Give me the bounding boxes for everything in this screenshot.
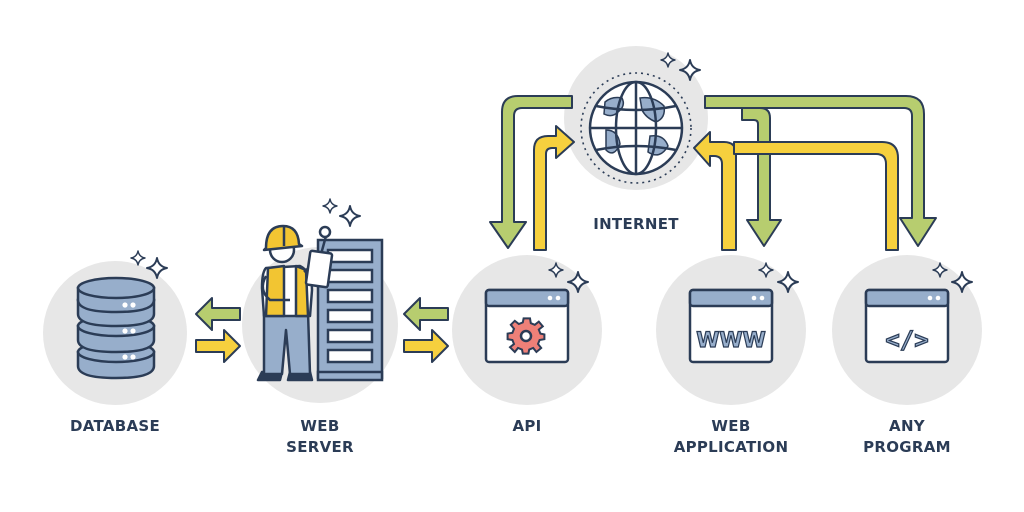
yellow-arrow-api-to-internet [533, 125, 575, 251]
sparkle-icon [130, 250, 146, 266]
sparkle-icon [339, 205, 361, 227]
globe-icon [580, 72, 692, 184]
any-program-label: ANY PROGRAM [837, 416, 977, 458]
any-program-window-icon: </> [864, 288, 950, 364]
yellow-arrow-server-to-api [403, 329, 449, 363]
code-icon-text: </> [885, 326, 928, 354]
any-program-label-line2: PROGRAM [863, 438, 951, 456]
yellow-arrow-from-web-application [693, 131, 737, 251]
web-server-label-line2: SERVER [286, 438, 354, 456]
database-label-text: DATABASE [69, 417, 161, 435]
worker-icon [256, 224, 334, 382]
green-arrow-to-api [489, 95, 573, 249]
web-server-label: WEB SERVER [260, 416, 380, 458]
web-server-label-line1: WEB [300, 417, 340, 435]
web-application-label: WEB APPLICATION [651, 416, 811, 458]
internet-label-text: INTERNET [593, 215, 679, 233]
api-window-icon [484, 288, 570, 364]
yellow-arrow-from-any-program [733, 141, 899, 251]
database-label: DATABASE [55, 416, 175, 437]
database-icon [76, 276, 156, 380]
yellow-arrow-db-to-server [195, 329, 241, 363]
any-program-label-line1: ANY [889, 417, 925, 435]
server-rack-icon [316, 238, 384, 382]
sparkle-icon [322, 198, 338, 214]
api-label: API [467, 416, 587, 437]
green-arrow-to-any-program [704, 95, 937, 247]
www-icon-text: WWW [696, 328, 766, 352]
gear-icon [506, 317, 546, 355]
api-label-text: API [512, 417, 542, 435]
web-application-window-icon: WWW [688, 288, 774, 364]
internet-green-arrows [195, 95, 937, 331]
internet-label: INTERNET [576, 214, 696, 235]
green-arrow-to-web-application [741, 107, 782, 247]
green-arrow-api-to-server [403, 297, 449, 331]
sparkle-icons [130, 52, 973, 293]
internet-yellow-arrows [195, 125, 899, 363]
web-application-label-line2: APPLICATION [673, 438, 789, 456]
web-application-label-line1: WEB [711, 417, 751, 435]
green-arrow-server-to-db [195, 297, 241, 331]
